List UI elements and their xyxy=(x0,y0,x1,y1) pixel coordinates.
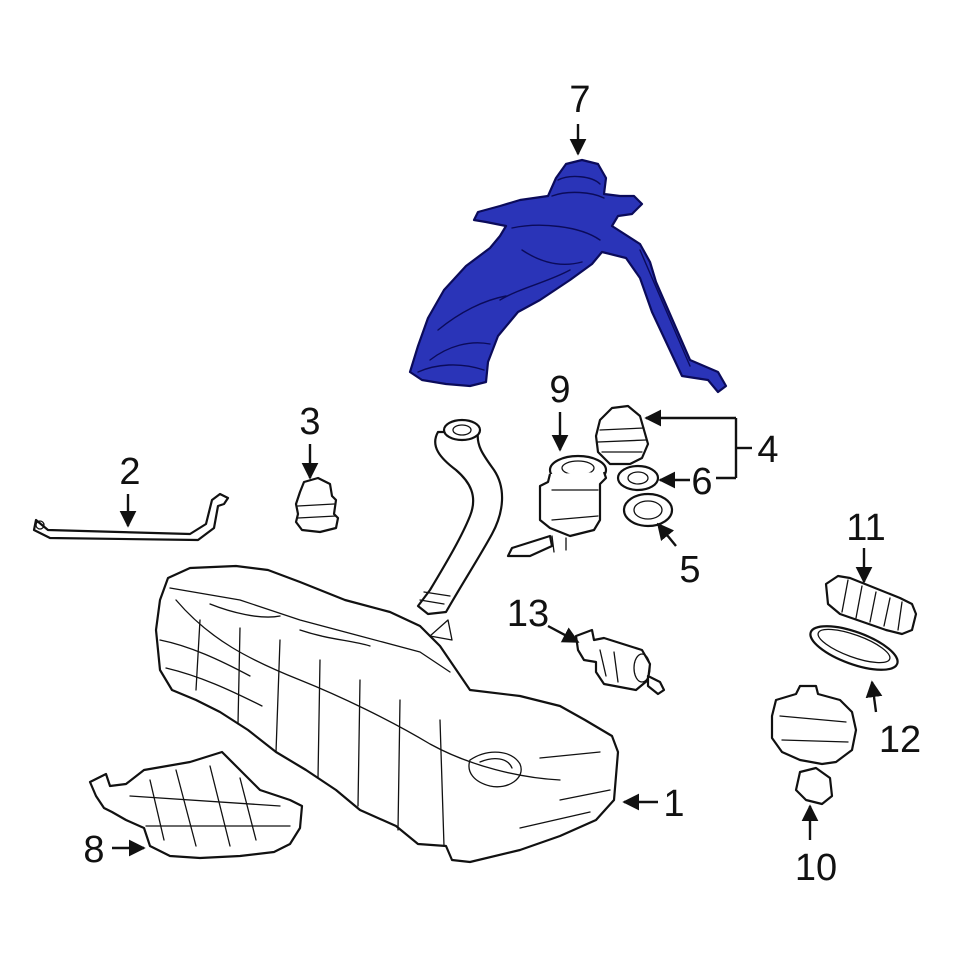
filler-neck[interactable] xyxy=(416,418,504,616)
fuel-filter-part-13[interactable] xyxy=(574,628,666,696)
seal-boot-part-4[interactable] xyxy=(594,404,650,466)
callout-8: 8 xyxy=(83,829,104,871)
callout-10: 10 xyxy=(795,847,837,889)
leader-12 xyxy=(865,680,883,713)
fuel-pump-part-9[interactable] xyxy=(506,454,608,558)
callout-1: 1 xyxy=(663,783,684,825)
callout-labels: 7 2 3 9 4 6 5 13 11 12 10 1 8 xyxy=(83,79,921,889)
bump-stop-part-3[interactable] xyxy=(294,476,340,534)
filler-pipe-part-7[interactable] xyxy=(408,158,728,394)
leader-13 xyxy=(547,624,580,644)
sender-unit-part-10[interactable] xyxy=(770,684,858,806)
heat-shield-part-8[interactable] xyxy=(88,750,304,860)
fuel-tank-part-1[interactable] xyxy=(154,564,620,864)
callout-11: 11 xyxy=(846,507,885,549)
callout-5: 5 xyxy=(679,549,700,591)
strap-part-2[interactable] xyxy=(32,492,230,542)
callout-7: 7 xyxy=(569,79,590,121)
gasket-part-6[interactable] xyxy=(616,464,660,492)
callout-2: 2 xyxy=(119,451,140,493)
callout-12: 12 xyxy=(879,719,921,761)
clamp-ring-part-12[interactable] xyxy=(805,617,902,679)
callout-6: 6 xyxy=(691,461,712,503)
callout-9: 9 xyxy=(549,369,570,411)
leader-lines xyxy=(112,124,883,857)
ribbed-hose-part-11[interactable] xyxy=(824,574,918,636)
callout-4: 4 xyxy=(757,429,778,471)
lock-ring-part-5[interactable] xyxy=(622,492,674,528)
callout-13: 13 xyxy=(507,593,549,635)
leader-5 xyxy=(656,522,677,547)
callout-3: 3 xyxy=(299,401,320,443)
